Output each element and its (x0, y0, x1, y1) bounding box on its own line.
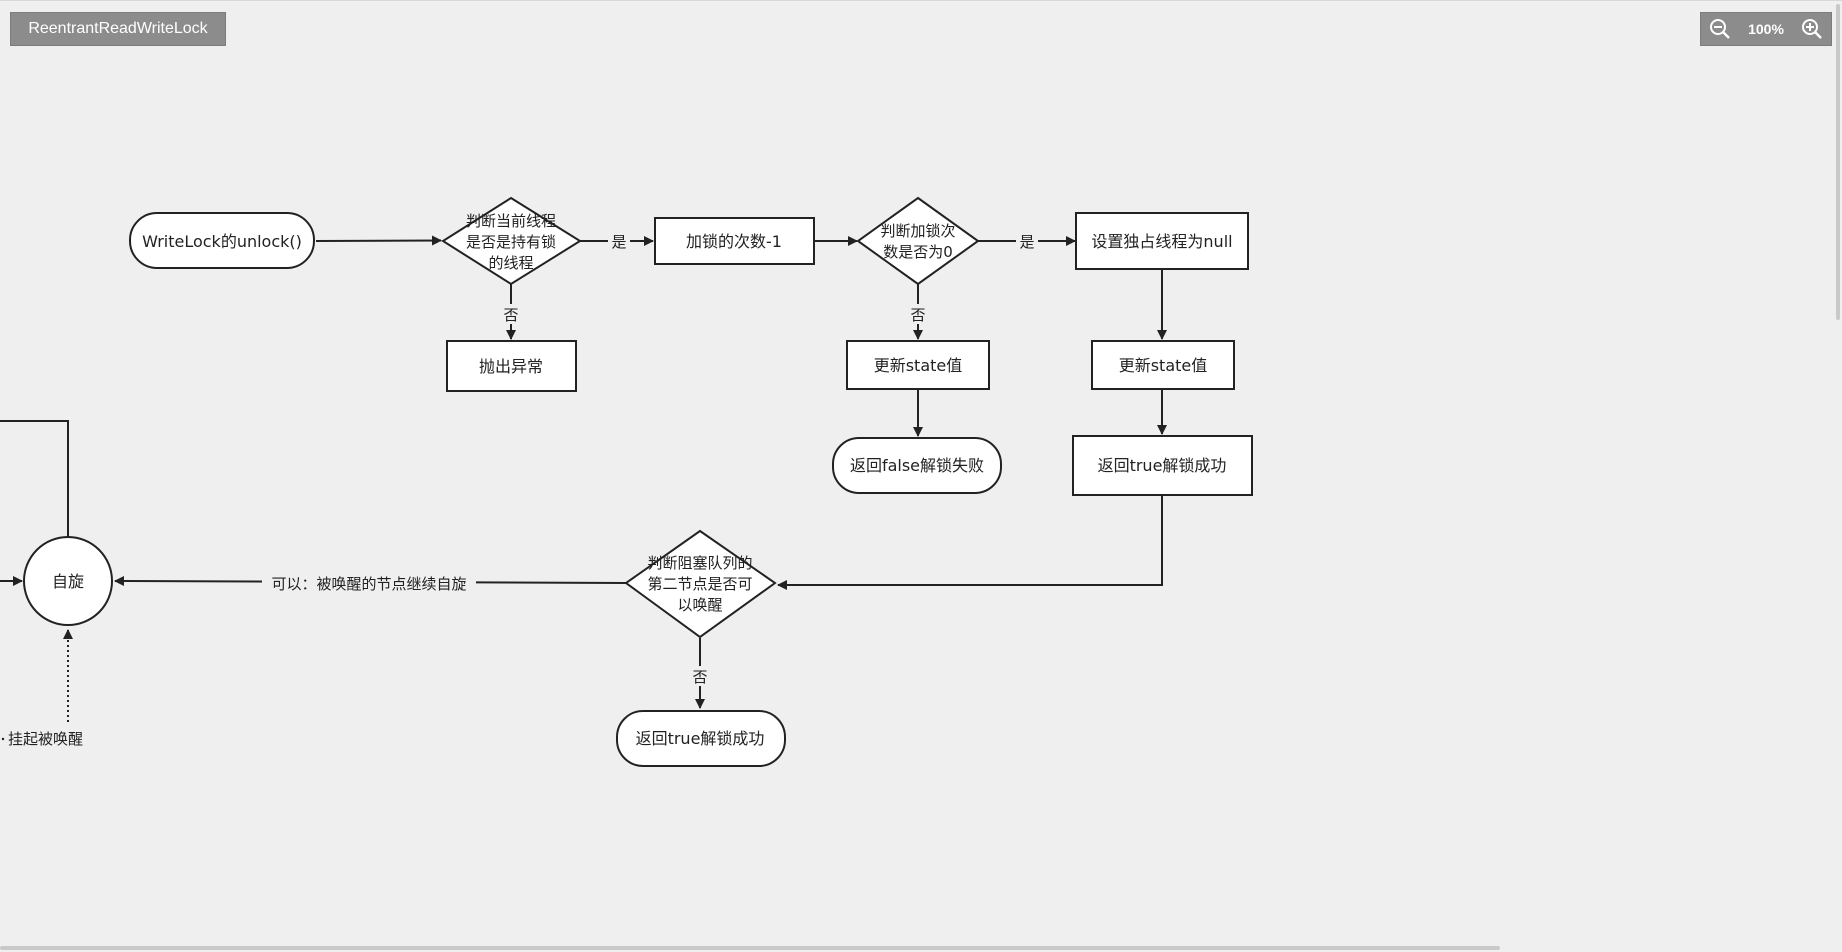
node-update-state-b-label: 更新state值 (1119, 356, 1208, 375)
edge-label-owner-no: 否 (503, 306, 518, 324)
node-return-false-label: 返回false解锁失败 (850, 456, 984, 475)
node-decrement-label: 加锁的次数-1 (686, 232, 782, 251)
top-edge (0, 0, 1842, 1)
node-check-owner-shape[interactable] (441, 196, 582, 286)
node-check-owner-line-2: 是否是持有锁 (466, 233, 556, 251)
diagram-title-tab[interactable]: ReentrantReadWriteLock (10, 12, 226, 46)
node-start-label: WriteLock的unlock() (142, 232, 302, 251)
edge-label-bg (608, 231, 630, 251)
edge-return-true-to-check-wake (777, 495, 1163, 590)
node-check-wake-shape[interactable] (624, 529, 777, 639)
node-return-false-shape[interactable] (832, 437, 1002, 494)
node-check-zero-line-2: 数是否为0 (883, 243, 953, 261)
node-return-true-b-label: 返回true解锁成功 (636, 729, 765, 748)
edge-label-wake-no: 否 (692, 668, 707, 686)
node-set-owner-null-shape[interactable] (1075, 212, 1249, 270)
dotted-lead-dot (1, 737, 5, 741)
edge-label-bg (689, 666, 711, 686)
zoom-in-icon[interactable] (1801, 18, 1823, 40)
node-check-wake-line-1: 判断阻塞队列的 (647, 554, 752, 572)
edge-label-owner-yes: 是 (611, 233, 626, 251)
edge-label-bg (907, 304, 929, 324)
node-check-wake-line-2: 第二节点是否可 (647, 575, 752, 593)
node-spin-label: 自旋 (52, 572, 84, 591)
edge-label-wake-yes: 可以：被唤醒的节点继续自旋 (271, 575, 466, 593)
edge-label-suspended: 挂起被唤醒 (8, 730, 83, 748)
edge-label-bg (1016, 231, 1038, 251)
node-set-owner-null-label: 设置独占线程为null (1091, 232, 1232, 251)
edge-label-zero-no: 否 (910, 306, 925, 324)
node-check-zero-shape[interactable] (856, 196, 980, 286)
node-return-true-a-label: 返回true解锁成功 (1098, 456, 1227, 475)
node-decrement-shape[interactable] (654, 217, 815, 265)
node-throw-exception-shape[interactable] (446, 340, 577, 392)
node-update-state-a-label: 更新state值 (874, 356, 963, 375)
node-update-state-a-shape[interactable] (846, 340, 990, 390)
node-spin-shape[interactable] (23, 536, 113, 626)
horizontal-scrollbar[interactable] (0, 946, 1500, 950)
zoom-out-icon[interactable] (1709, 18, 1731, 40)
node-throw-exception-label: 抛出异常 (479, 357, 543, 376)
node-return-true-b-shape[interactable] (616, 710, 786, 767)
node-return-true-a-shape[interactable] (1072, 435, 1253, 496)
node-check-wake-line-3: 以唤醒 (677, 596, 722, 614)
zoom-toolbar: 100% (1700, 12, 1832, 46)
node-check-zero-line-1: 判断加锁次 (880, 222, 955, 240)
edge-label-zero-yes: 是 (1019, 233, 1034, 251)
node-update-state-b-shape[interactable] (1091, 340, 1235, 390)
zoom-level: 100% (1748, 21, 1784, 37)
edge-start-to-check-owner (315, 235, 442, 246)
node-check-owner-line-1: 判断当前线程 (466, 212, 556, 230)
node-start-shape[interactable] (129, 212, 315, 269)
edge-label-bg (500, 304, 522, 324)
node-check-owner-line-3: 的线程 (488, 254, 533, 272)
vertical-scrollbar[interactable] (1836, 4, 1840, 320)
edge-loop-into-spin (0, 420, 69, 537)
edge-label-bg (262, 572, 476, 592)
